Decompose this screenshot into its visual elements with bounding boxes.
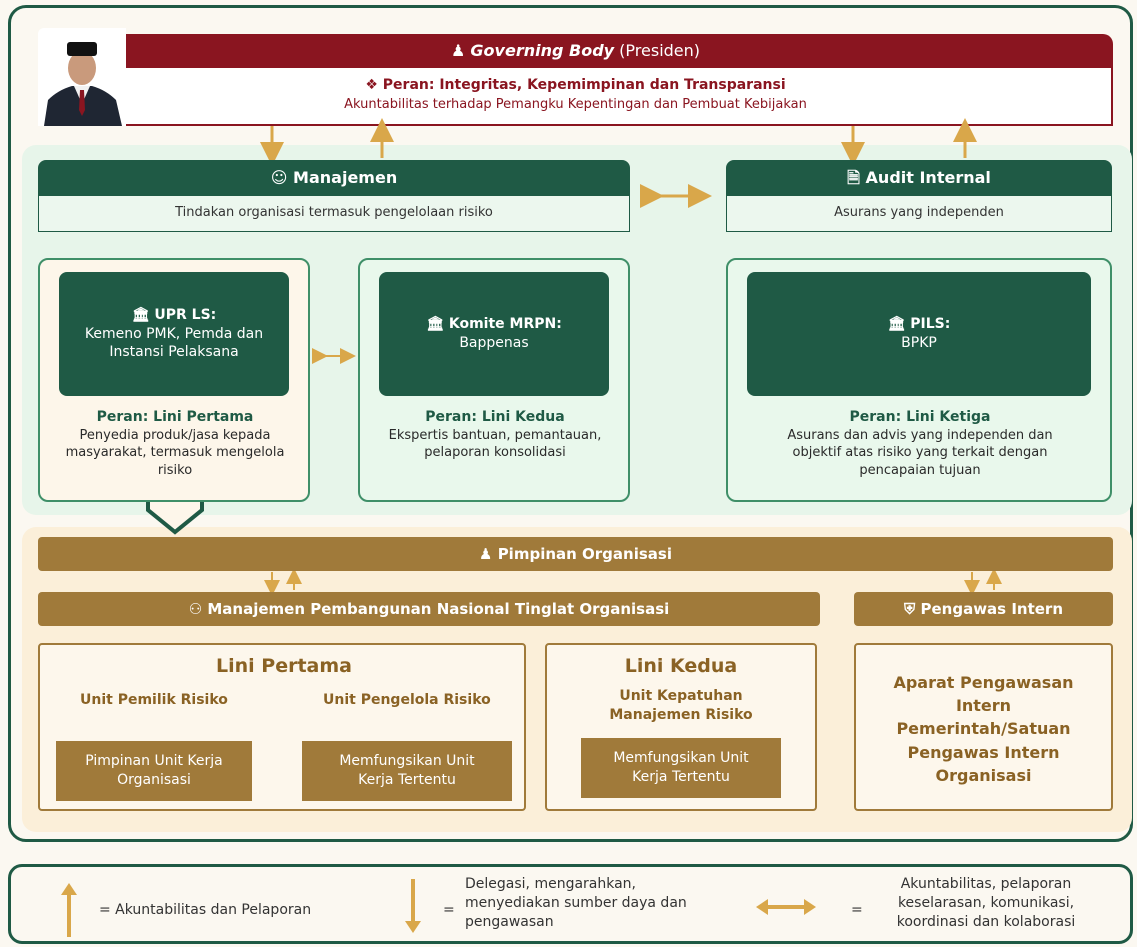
upr-role: Peran: Lini Pertama <box>96 409 254 425</box>
arrow-both-icon <box>756 899 816 915</box>
unit-pengelola-risiko: Unit Pengelola Risiko <box>323 692 491 708</box>
komite-card: 🏛 Komite MRPN: Bappenas Peran: Lini Kedu… <box>358 258 630 502</box>
governing-body-role: Peran: Integritas, Kepemimpinan dan Tran… <box>382 77 786 93</box>
lini-kedua-subtitle: Unit Kepatuhan Manajemen Risiko <box>609 688 753 723</box>
user-tie-icon: ♟ <box>479 545 493 563</box>
komite-dark-box: 🏛 Komite MRPN: Bappenas <box>379 272 609 396</box>
manajemen-panel: ☺ Manajemen Tindakan organisasi termasuk… <box>38 160 630 232</box>
apip-card: Aparat Pengawasan Intern Pemerintah/Satu… <box>854 643 1113 811</box>
governing-body-subtitle: (Presiden) <box>619 41 701 60</box>
arrow-up-icon <box>61 883 77 937</box>
manajemen-description: Tindakan organisasi termasuk pengelolaan… <box>38 196 630 232</box>
pils-dark-box: 🏛 PILS: BPKP <box>747 272 1091 396</box>
manajemen-title: Manajemen <box>293 168 398 187</box>
komite-role-block: Peran: Lini Kedua Ekspertis bantuan, pem… <box>380 408 610 462</box>
pils-card: 🏛 PILS: BPKP Peran: Lini Ketiga Asurans … <box>726 258 1112 502</box>
user-tie-icon: ♟ <box>450 41 466 60</box>
mpn-title: Manajemen Pembangunan Nasional Tinglat O… <box>207 600 670 618</box>
komite-role: Peran: Lini Kedua <box>425 409 565 425</box>
memfungsikan-unit-box-1: Memfungsikan Unit Kerja Tertentu <box>302 741 512 801</box>
governing-body-description: Akuntabilitas terhadap Pemangku Kepentin… <box>344 97 807 112</box>
pils-title: PILS: <box>910 316 951 333</box>
upr-role-desc: Penyedia produk/jasa kepada masyarakat, … <box>65 427 285 478</box>
lini-pertama-card: Lini Pertama Unit Pemilik Risiko Unit Pe… <box>38 643 526 811</box>
institution-icon: 🏛 <box>131 306 150 323</box>
memfungsikan-unit-box-2: Memfungsikan Unit Kerja Tertentu <box>581 738 781 798</box>
upr-title: UPR LS: <box>154 306 217 323</box>
governing-body-box: ❖ Peran: Integritas, Kepemimpinan dan Tr… <box>38 68 1113 126</box>
pengawas-title: Pengawas Intern <box>920 600 1063 618</box>
pils-body: BPKP <box>901 335 937 351</box>
legend-both-eq: = <box>851 902 863 918</box>
shield-icon: ⛨ <box>903 600 916 618</box>
upr-role-block: Peran: Lini Pertama Penyedia produk/jasa… <box>50 408 300 480</box>
mpn-bar: ⚇ Manajemen Pembangunan Nasional Tinglat… <box>38 592 820 626</box>
upr-body: Kemeno PMK, Pemda dan Instansi Pelaksana <box>84 325 264 361</box>
komite-role-desc: Ekspertis bantuan, pemantauan, pelaporan… <box>388 427 602 461</box>
pimpinan-bar: ♟ Pimpinan Organisasi <box>38 537 1113 571</box>
president-photo <box>38 28 126 126</box>
komite-title: Komite MRPN: <box>448 316 562 333</box>
upr-card: 🏛 UPR LS: Kemeno PMK, Pemda dan Instansi… <box>38 258 310 502</box>
pils-role: Peran: Lini Ketiga <box>849 409 991 425</box>
legend-up-text: = Akuntabilitas dan Pelaporan <box>99 902 312 918</box>
target-icon: ❖ <box>365 77 378 93</box>
document-search-icon: 🗎 <box>847 168 860 187</box>
institution-icon: 🏛 <box>426 316 444 333</box>
legend-down-eq: = <box>443 902 455 918</box>
pimpinan-unit-box: Pimpinan Unit Kerja Organisasi <box>56 741 252 801</box>
audit-internal-title: Audit Internal <box>865 168 991 187</box>
pimpinan-title: Pimpinan Organisasi <box>497 545 672 563</box>
pils-role-block: Peran: Lini Ketiga Asurans dan advis yan… <box>768 408 1072 480</box>
legend-down-text: Delegasi, mengarahkan, menyediakan sumbe… <box>465 876 687 930</box>
pengawas-bar: ⛨ Pengawas Intern <box>854 592 1113 626</box>
pils-role-desc: Asurans dan advis yang independen dan ob… <box>787 427 1053 478</box>
legend-both-text: Akuntabilitas, pelaporan keselarasan, ko… <box>896 876 1076 930</box>
audit-internal-description: Asurans yang independen <box>726 196 1112 232</box>
upr-dark-box: 🏛 UPR LS: Kemeno PMK, Pemda dan Instansi… <box>59 272 289 396</box>
group-icon: ☺ <box>270 168 288 187</box>
apip-text: Aparat Pengawasan Intern Pemerintah/Satu… <box>893 673 1074 785</box>
people-icon: ⚇ <box>188 600 203 618</box>
institution-icon: 🏛 <box>887 316 906 333</box>
audit-internal-panel: 🗎 Audit Internal Asurans yang independen <box>726 160 1112 232</box>
komite-body: Bappenas <box>459 335 529 351</box>
lini-kedua-card: Lini Kedua Unit Kepatuhan Manajemen Risi… <box>545 643 817 811</box>
arrow-down-icon <box>405 879 421 933</box>
governing-body-header: ♟ Governing Body (Presiden) <box>38 34 1113 68</box>
legend: = Akuntabilitas dan Pelaporan = Delegasi… <box>8 864 1133 944</box>
lini-kedua-title: Lini Kedua <box>624 655 738 677</box>
governing-body-title: Governing Body <box>470 41 615 60</box>
unit-pemilik-risiko: Unit Pemilik Risiko <box>80 692 228 708</box>
lini-pertama-title: Lini Pertama <box>216 655 352 677</box>
